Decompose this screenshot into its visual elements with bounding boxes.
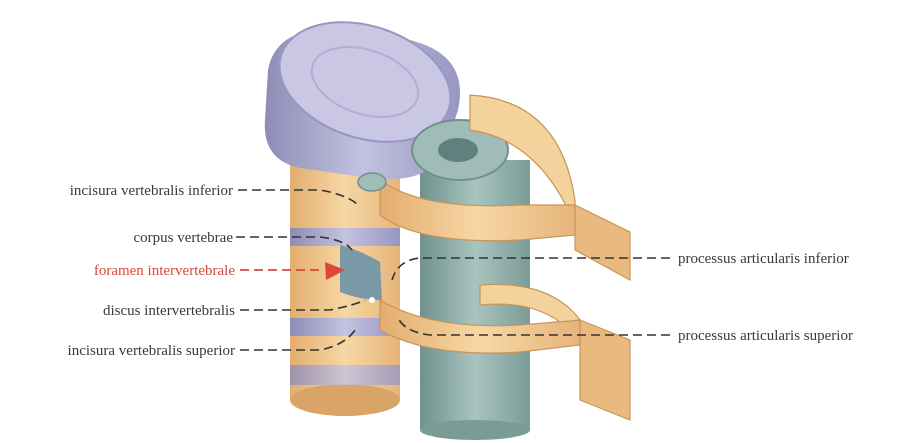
- label-incisura-inferior: incisura vertebralis inferior: [70, 183, 233, 199]
- label-discus-intervertebralis: discus intervertebralis: [103, 303, 235, 319]
- label-processus-inferior: processus articularis inferior: [678, 251, 849, 267]
- label-foramen-intervertebrale: foramen intervertebrale: [94, 263, 236, 279]
- label-processus-superior: processus articularis superior: [678, 328, 853, 344]
- label-corpus-vertebrae: corpus vertebrae: [133, 230, 233, 246]
- label-incisura-superior: incisura vertebralis superior: [68, 343, 235, 359]
